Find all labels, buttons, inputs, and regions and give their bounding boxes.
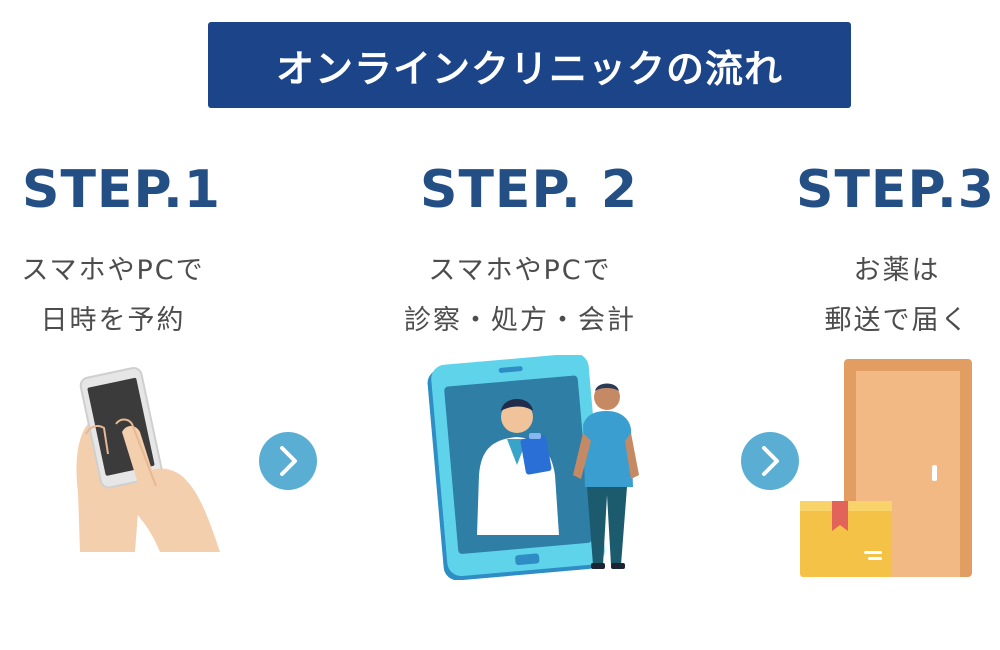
hand-smartphone-icon (76, 367, 220, 552)
chevron-right-icon (259, 432, 317, 490)
doctor-video-consultation-icon (427, 355, 639, 580)
step-1-line-2: 日時を予約 (40, 305, 186, 336)
page-title: オンラインクリニックの流れ (275, 46, 783, 91)
step-1-label: STEP.1 (22, 160, 221, 220)
door-delivery-box-icon (800, 359, 972, 577)
step-2-description: スマホやPCで 診察・処方・会計 (380, 246, 660, 346)
step-1-line-1: スマホやPCで (21, 255, 205, 286)
step-3-line-1: お薬は (853, 255, 941, 286)
step-2-line-1: スマホやPCで (428, 255, 612, 286)
step-3-label: STEP.3 (796, 160, 995, 220)
title-banner: オンラインクリニックの流れ (208, 22, 851, 108)
step-1-description: スマホやPCで 日時を予約 (0, 246, 226, 346)
step-3-description: お薬は 郵送で届く (806, 246, 988, 346)
step-3-line-2: 郵送で届く (824, 305, 970, 336)
step-2-line-2: 診察・処方・会計 (404, 305, 636, 336)
chevron-right-icon (741, 432, 799, 490)
step-2-label: STEP. 2 (420, 160, 639, 220)
